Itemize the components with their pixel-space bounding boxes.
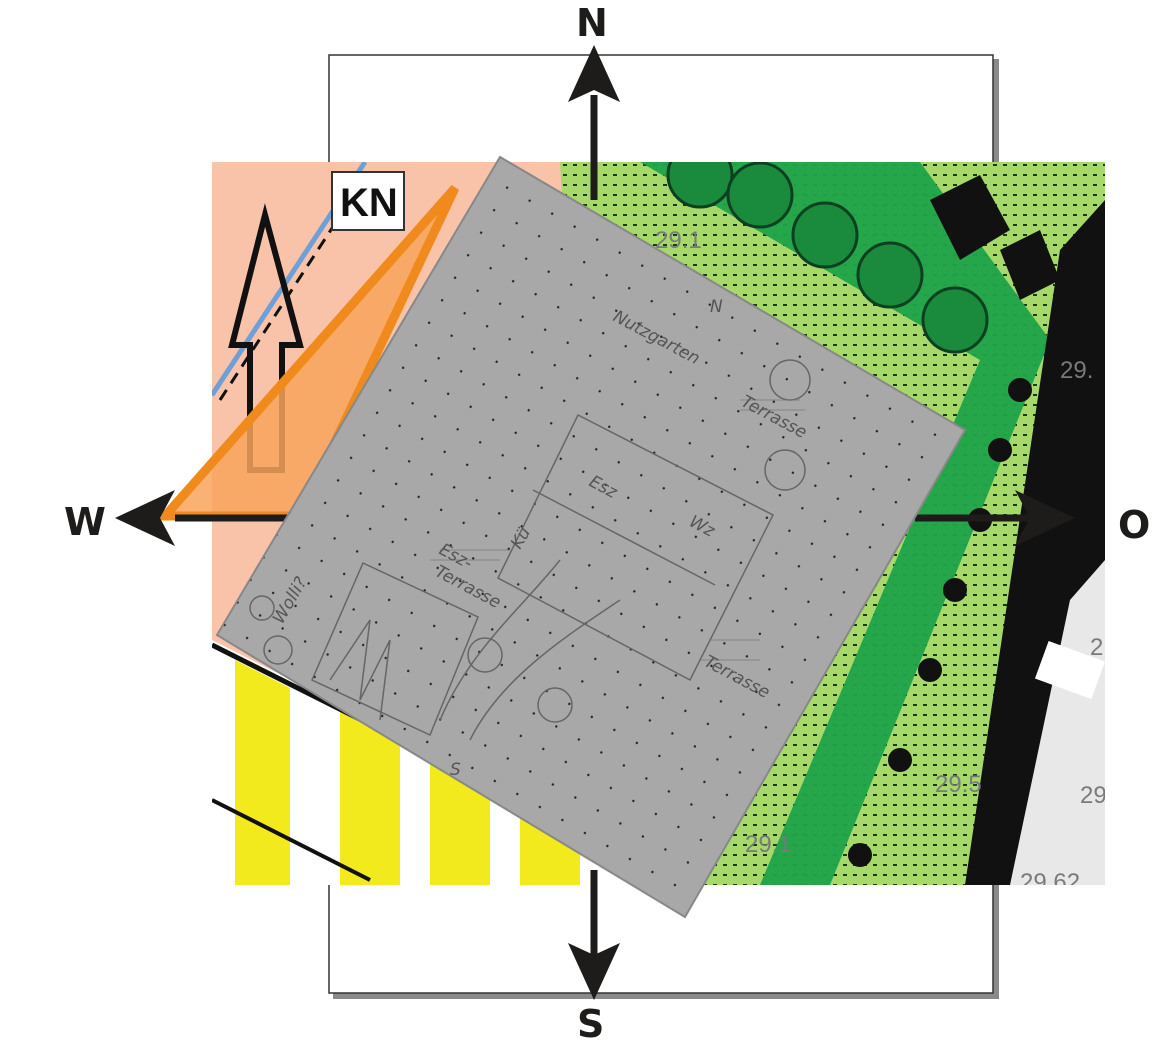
compass-west-label: W: [64, 500, 106, 544]
south-arrow-icon: [568, 943, 620, 1000]
elevation-label: 29.62: [1020, 869, 1080, 896]
elevation-label: 29.1: [655, 227, 702, 254]
compass-east-label: O: [1118, 503, 1150, 547]
elevation-label: 29.5: [935, 771, 982, 798]
elevation-label: 2: [1090, 634, 1103, 661]
sketch-south-mark: S: [450, 760, 461, 780]
north-arrow-icon: [568, 45, 620, 102]
elevation-label: 29.: [1060, 357, 1093, 384]
hand-sketch: N S Nutzgarten Terrasse Esz Wz Kü Esz- T…: [215, 155, 967, 919]
elevation-label: 29.1: [745, 831, 792, 858]
compass-south-label: S: [577, 1002, 604, 1046]
west-arrow-icon: [115, 490, 175, 546]
sketch-north-mark: N: [710, 297, 723, 317]
east-arrow-icon: [1015, 490, 1075, 546]
plan-label-box: KN: [340, 181, 398, 225]
compass-north-label: N: [576, 1, 608, 45]
elevation-label: 29: [1080, 782, 1107, 809]
compass: [115, 45, 1075, 1000]
